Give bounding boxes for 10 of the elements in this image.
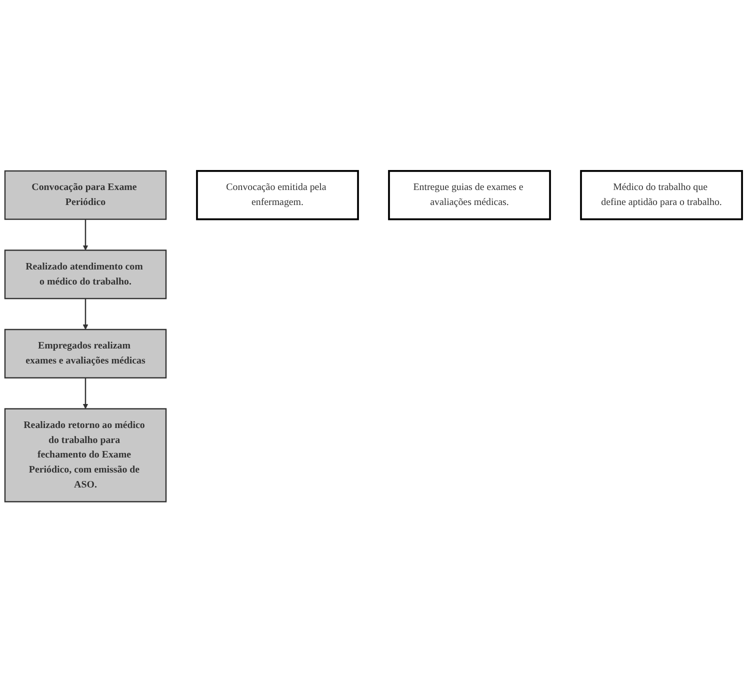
arrow (82, 219, 88, 251)
node-box: Convocação para Exame Periódico (4, 170, 167, 220)
node-box: Realizado retorno ao médico do trabalho para fechamento do Exame Periódico, com emissão de ASO. (4, 408, 167, 502)
node-box: Entregue guias de exames e avaliações médicas. (388, 170, 551, 220)
node-box: Convocação emitida pela enfermagem. (196, 170, 359, 220)
node-box: Empregados realizam exames e avaliações médicas (4, 329, 167, 379)
arrow (82, 298, 88, 330)
node-box: Médico do trabalho que define aptidão para o trabalho. (580, 170, 743, 220)
arrow (82, 378, 88, 410)
node-box: Realizado atendimento com o médico do trabalho. (4, 250, 167, 300)
